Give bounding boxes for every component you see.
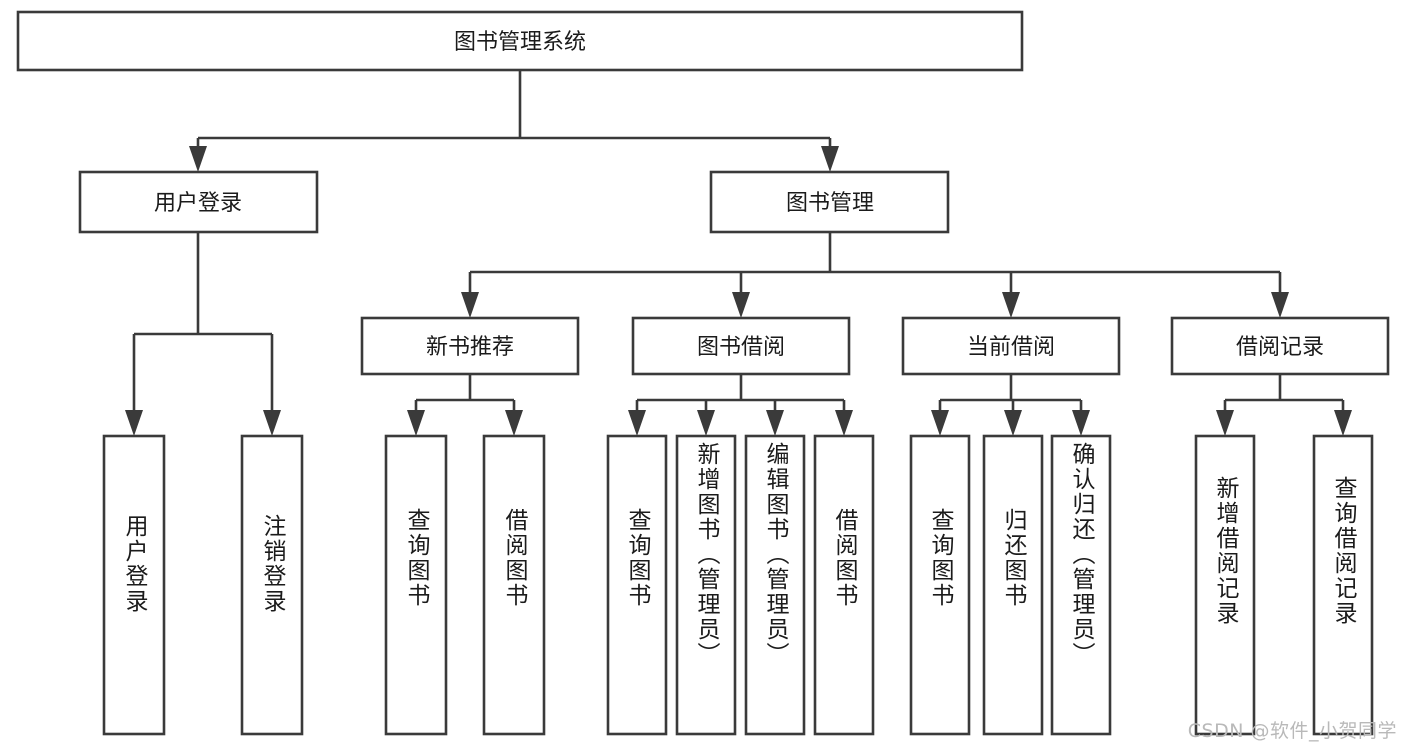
arrowhead-leaf-query-book-current xyxy=(931,410,949,436)
arrowhead-leaf-edit-book-admin xyxy=(766,410,784,436)
node-new-book-recommend-box[interactable] xyxy=(360,316,580,376)
node-book-borrow[interactable]: 图书借阅 xyxy=(631,316,851,376)
node-current-borrow[interactable]: 当前借阅 xyxy=(901,316,1121,376)
arrowhead-new-book-recommend xyxy=(461,292,479,318)
arrowhead-borrow-record xyxy=(1271,292,1289,318)
node-book-borrow-box[interactable] xyxy=(631,316,851,376)
node-user-login-label: 用户登录 xyxy=(154,191,242,216)
node-leaf-logout-login-box[interactable] xyxy=(240,434,304,736)
node-leaf-confirm-return-admin-box[interactable] xyxy=(1050,434,1112,736)
node-user-login-box[interactable] xyxy=(78,170,319,234)
node-book-management-box[interactable] xyxy=(709,170,950,234)
node-borrow-record-box[interactable] xyxy=(1170,316,1390,376)
arrowhead-leaf-confirm-return-admin xyxy=(1072,410,1090,436)
node-leaf-add-borrow-record-box[interactable] xyxy=(1194,434,1256,736)
arrowhead-leaf-borrow-book xyxy=(835,410,853,436)
arrowhead-leaf-query-book-rec xyxy=(407,410,425,436)
node-current-borrow-box[interactable] xyxy=(901,316,1121,376)
node-new-book-recommend[interactable]: 新书推荐 xyxy=(360,316,580,376)
node-borrow-record[interactable]: 借阅记录 xyxy=(1170,316,1390,376)
arrowhead-current-borrow xyxy=(1002,292,1020,318)
node-root[interactable]: 图书管理系统 xyxy=(16,10,1024,72)
leaf-box-group xyxy=(102,434,1374,736)
node-leaf-borrow-book-rec-box[interactable] xyxy=(482,434,546,736)
arrowhead-book-borrow xyxy=(732,292,750,318)
arrowhead-leaf-user-login xyxy=(125,410,143,436)
connector-group xyxy=(125,70,1352,436)
node-leaf-query-book-borrow-box[interactable] xyxy=(606,434,668,736)
node-new-book-recommend-label: 新书推荐 xyxy=(426,335,514,360)
node-leaf-add-book-admin-box[interactable] xyxy=(675,434,737,736)
node-leaf-user-login-box[interactable] xyxy=(102,434,166,736)
arrowhead-book-management xyxy=(821,146,839,172)
arrowhead-leaf-query-borrow-record xyxy=(1334,410,1352,436)
arrowhead-leaf-return-book xyxy=(1004,410,1022,436)
node-book-management[interactable]: 图书管理 xyxy=(709,170,950,234)
arrowhead-leaf-query-book-borrow xyxy=(628,410,646,436)
node-leaf-query-book-current-box[interactable] xyxy=(909,434,971,736)
node-leaf-borrow-book-box[interactable] xyxy=(813,434,875,736)
arrowhead-leaf-logout-login xyxy=(263,410,281,436)
node-user-login[interactable]: 用户登录 xyxy=(78,170,319,234)
node-leaf-query-borrow-record-box[interactable] xyxy=(1312,434,1374,736)
node-root-label: 图书管理系统 xyxy=(454,30,586,55)
node-leaf-edit-book-admin-box[interactable] xyxy=(744,434,806,736)
arrowhead-leaf-add-book-admin xyxy=(697,410,715,436)
node-leaf-return-book-box[interactable] xyxy=(982,434,1044,736)
arrowhead-leaf-borrow-book-rec xyxy=(505,410,523,436)
node-leaf-query-book-rec-box[interactable] xyxy=(384,434,448,736)
node-borrow-record-label: 借阅记录 xyxy=(1236,335,1324,360)
watermark-text: CSDN @软件_小贺同学 xyxy=(1187,720,1397,742)
node-current-borrow-label: 当前借阅 xyxy=(967,335,1055,360)
node-book-management-label: 图书管理 xyxy=(786,191,874,216)
node-root-box[interactable] xyxy=(16,10,1024,72)
node-book-borrow-label: 图书借阅 xyxy=(697,335,785,360)
arrowhead-leaf-add-borrow-record xyxy=(1216,410,1234,436)
arrowhead-user-login xyxy=(189,146,207,172)
